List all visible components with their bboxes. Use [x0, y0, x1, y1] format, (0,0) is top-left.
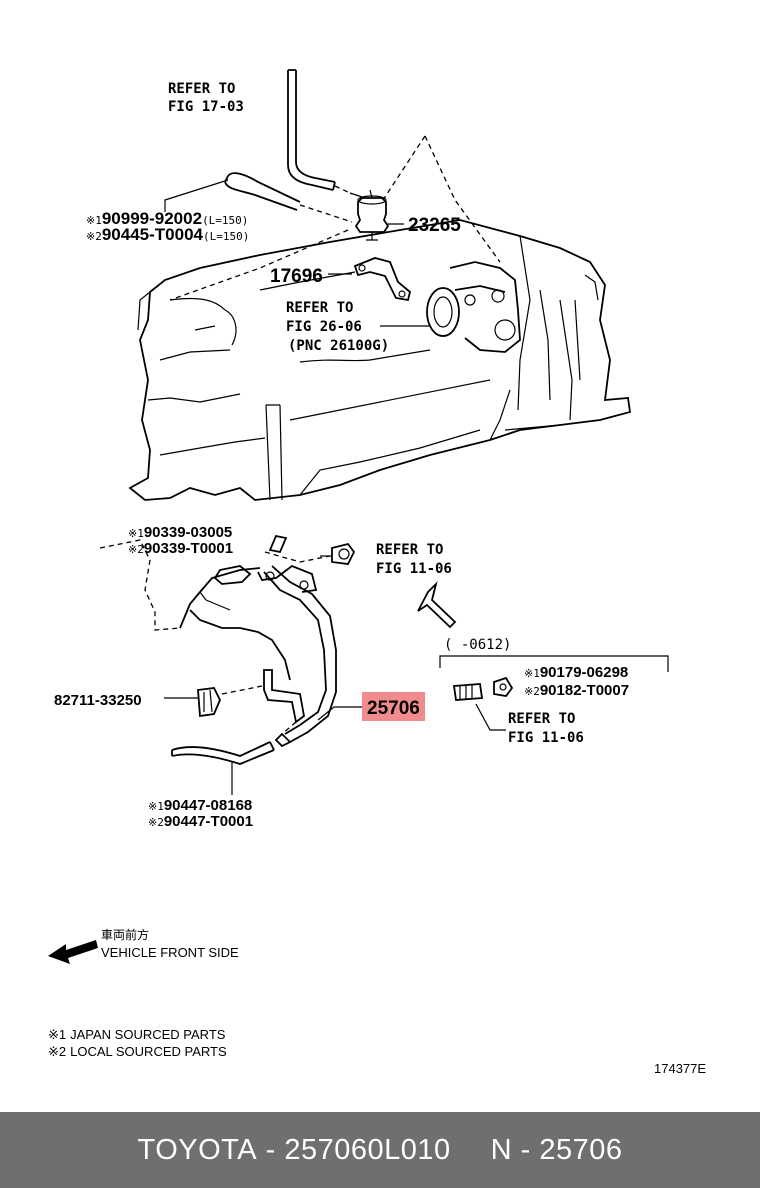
stud-line2[interactable]: ※290182-T0007 — [524, 682, 629, 699]
refer-fig-11-06-top-line2[interactable]: FIG 11-06 — [376, 561, 452, 577]
lower-engine-drawing — [99, 534, 514, 765]
footer-ref: N - 25706 — [490, 1133, 623, 1166]
parts-diagram: REFER TO FIG 17-03 ※190999-92002(L=150) … — [48, 69, 706, 1076]
direction-en: VEHICLE FRONT SIDE — [101, 945, 239, 960]
highlight-box — [362, 692, 425, 721]
upper-dashed-lines — [169, 135, 501, 301]
hose-upper-line1[interactable]: ※190999-92002(L=150) — [86, 209, 248, 228]
leader-lines — [164, 179, 669, 795]
refer-fig-26-06-line1[interactable]: REFER TO — [286, 300, 353, 316]
hose-upper-line2[interactable]: ※290445-T0004(L=150) — [86, 225, 249, 244]
refer-fig-11-06-bottom-line2[interactable]: FIG 11-06 — [508, 730, 584, 746]
valve-part-number[interactable]: 23265 — [408, 215, 461, 236]
refer-fig-17-03-line2[interactable]: FIG 17-03 — [168, 99, 244, 115]
refer-fig-11-06-bottom-line1[interactable]: REFER TO — [508, 711, 575, 727]
footer-part-number: 257060L010 — [284, 1133, 451, 1166]
date-range-label: ( -0612) — [444, 637, 511, 653]
upper-pipe-drawing — [224, 69, 336, 211]
refer-fig-11-06-top-line1[interactable]: REFER TO — [376, 542, 443, 558]
illustration-id: 174377E — [654, 1061, 706, 1076]
hose-small-line1[interactable]: ※190339-03005 — [128, 524, 232, 541]
lower-dashed-lines — [221, 551, 331, 735]
direction-jp: 車両前方 — [101, 927, 149, 942]
footer-brand: TOYOTA — [137, 1133, 258, 1166]
hose-small-line2[interactable]: ※290339-T0001 — [128, 540, 233, 557]
footer-separator: - — [257, 1133, 285, 1166]
engine-block-drawing — [128, 189, 632, 501]
stud-line1[interactable]: ※190179-06298 — [524, 664, 628, 681]
refer-fig-26-06-line2[interactable]: FIG 26-06 — [286, 319, 362, 335]
refer-fig-26-06-line3[interactable]: (PNC 26100G) — [288, 338, 389, 354]
hose-lower-line1[interactable]: ※190447-08168 — [148, 797, 252, 814]
refer-arrow-icon — [417, 581, 457, 629]
footer-bar: TOYOTA - 257060L010 N - 25706 — [0, 1112, 760, 1188]
refer-fig-17-03-line1[interactable]: REFER TO — [168, 81, 235, 97]
bracket-part-number[interactable]: 17696 — [270, 266, 323, 287]
clip-part-number[interactable]: 82711-33250 — [54, 692, 142, 709]
hose-lower-line2[interactable]: ※290447-T0001 — [148, 813, 253, 830]
highlight-part-number[interactable]: 25706 — [367, 698, 420, 719]
vehicle-front-arrow-icon — [48, 940, 98, 964]
